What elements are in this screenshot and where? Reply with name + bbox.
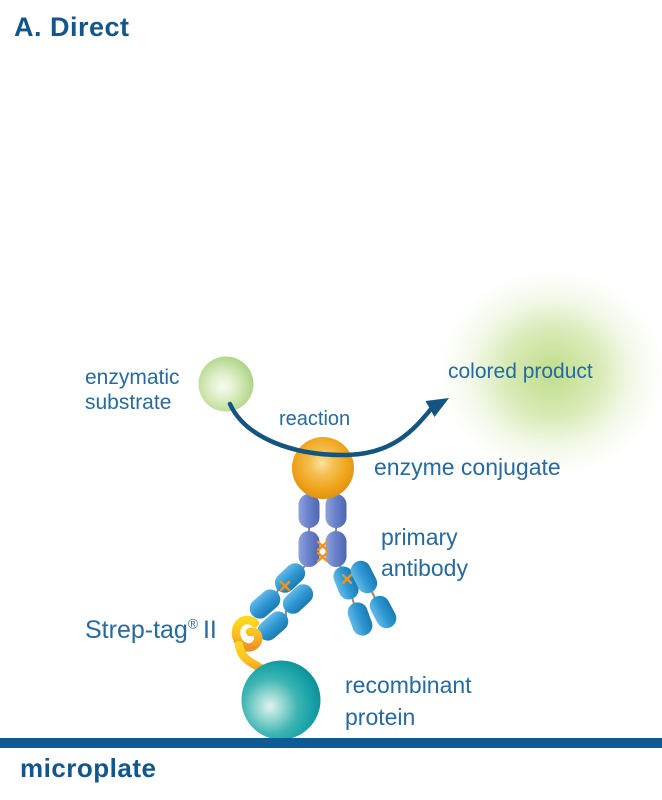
- primary-antibody-line1: primary: [381, 524, 458, 550]
- colored-product-glow: [440, 270, 662, 476]
- primary-antibody-line2: antibody: [381, 555, 468, 581]
- arrowhead-icon: [425, 398, 449, 417]
- enzymatic-substrate-sphere: [198, 356, 254, 412]
- primary-antibody-graphic: [249, 494, 397, 641]
- microplate-label: microplate: [20, 753, 157, 783]
- recombinant-protein-label: recombinant protein: [345, 669, 472, 733]
- enzymatic-substrate-line1: enzymatic: [85, 366, 180, 389]
- enzymatic-substrate-line2: substrate: [85, 391, 172, 414]
- enzymatic-substrate-label: enzymatic substrate: [85, 365, 180, 415]
- reaction-label: reaction: [279, 408, 351, 430]
- enzyme-conjugate-sphere: [292, 437, 354, 499]
- disulfide-bond-marks: [279, 540, 353, 592]
- reaction-arrow: [227, 398, 449, 458]
- antibody-fab-arms: [249, 560, 397, 641]
- strep-tag-suffix: II: [202, 616, 217, 644]
- microplate-bar: [0, 738, 662, 748]
- primary-antibody-label: primary antibody: [381, 522, 468, 584]
- diagram-title: A. Direct: [14, 12, 130, 42]
- antibody-fc-region: [298, 494, 347, 567]
- strep-tag-name: Strep-tag: [85, 616, 188, 644]
- registered-trademark-icon: ®: [187, 616, 198, 632]
- strep-tag-label: Strep-tag®II: [85, 616, 217, 645]
- recombinant-protein-line1: recombinant: [345, 672, 472, 698]
- recombinant-protein-sphere: [241, 660, 321, 740]
- enzyme-conjugate-label: enzyme conjugate: [374, 454, 561, 480]
- colored-product-label: colored product: [448, 360, 593, 383]
- recombinant-protein-line2: protein: [345, 704, 416, 730]
